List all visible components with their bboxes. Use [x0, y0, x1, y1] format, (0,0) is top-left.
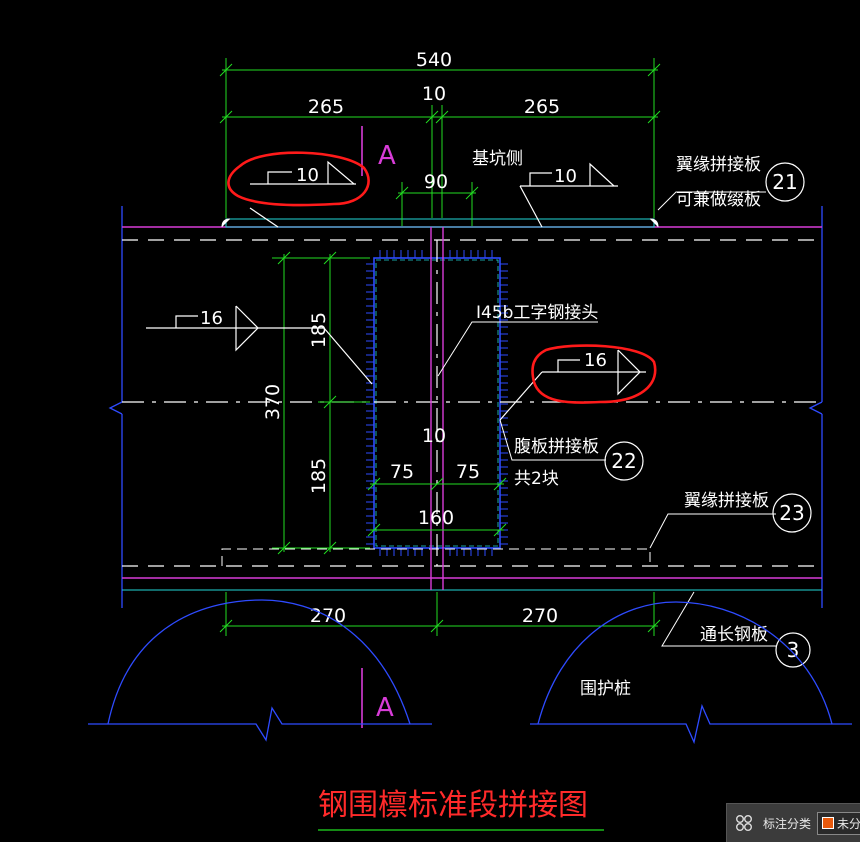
annotation-category-label: 标注分类 — [763, 816, 812, 831]
dim-upper-height: 185 — [308, 312, 330, 348]
dim-gap: 10 — [422, 83, 446, 105]
dim-web-gap: 10 — [422, 425, 446, 447]
label-flange-splice-2: 可兼做缀板 — [676, 190, 761, 210]
callout-21: 21 — [772, 170, 797, 194]
label-through-plate: 通长钢板 — [700, 625, 768, 645]
dim-web-left: 75 — [390, 461, 414, 483]
callouts — [604, 162, 812, 668]
label-flange-splice-1: 翼缘拼接板 — [676, 155, 761, 175]
center-lines — [122, 227, 822, 590]
dim-lower-height: 185 — [308, 458, 330, 494]
section-mark-bottom: A — [361, 668, 394, 728]
grid-icon[interactable] — [735, 812, 753, 834]
title-text: 钢围檩标准段拼接图 — [318, 788, 588, 823]
drawing-title: 钢围檩标准段拼接图 — [318, 788, 604, 831]
label-pit-side: 基坑侧 — [472, 149, 523, 169]
label-i-beam-joint: I45b工字钢接头 — [476, 303, 598, 323]
retaining-piles — [88, 599, 852, 745]
dim-left-half: 265 — [308, 96, 344, 118]
section-label-bottom: A — [376, 693, 394, 723]
weld-symbol-right-web: 16 — [499, 349, 646, 421]
weld-size-top-right: 10 — [554, 166, 577, 187]
weld-symbol-top-right: 10 — [519, 162, 618, 228]
dim-web-right: 75 — [456, 461, 480, 483]
category-dropdown[interactable]: 未分 — [817, 811, 860, 835]
label-flange-splice-bottom: 翼缘拼接板 — [684, 491, 769, 511]
category-color-swatch — [822, 817, 835, 829]
label-web-splice-1: 腹板拼接板 — [514, 437, 599, 457]
label-web-splice-2: 共2块 — [514, 469, 559, 489]
bottom-flange — [122, 548, 822, 591]
callout-22: 22 — [611, 449, 636, 473]
weld-symbol-left-web: 16 — [146, 305, 373, 385]
category-dropdown-value: 未分 — [837, 816, 860, 831]
dim-total-height: 370 — [262, 384, 284, 420]
weld-symbol-top-left: 10 — [249, 160, 356, 228]
weld-size-left-web: 16 — [200, 308, 223, 329]
top-flange — [122, 218, 822, 241]
beam-outline — [108, 206, 823, 608]
dim-flange-gap: 90 — [424, 171, 448, 193]
leader-lines — [437, 191, 776, 647]
dim-right-half: 265 — [524, 96, 560, 118]
weld-size-right-web: 16 — [584, 350, 607, 371]
status-bar: 标注分类 未分 — [726, 803, 860, 842]
callout-23: 23 — [779, 501, 804, 525]
dim-web-width: 160 — [418, 507, 454, 529]
section-mark-top: A — [361, 126, 396, 176]
label-retaining-pile: 围护桩 — [580, 679, 631, 699]
highlight-circles — [227, 151, 657, 404]
section-label-top: A — [378, 141, 396, 171]
weld-size-top-left: 10 — [296, 165, 319, 186]
dim-overall: 540 — [416, 49, 452, 71]
dimension-lines — [219, 58, 661, 636]
dim-bottom-right: 270 — [522, 605, 558, 627]
